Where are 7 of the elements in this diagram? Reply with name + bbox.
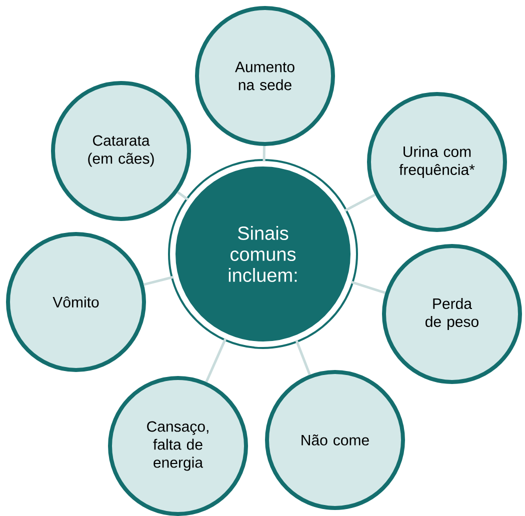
spoke-line (344, 194, 376, 212)
spoke-line (262, 146, 266, 162)
spoke-line (350, 280, 386, 294)
spoke-line (205, 338, 227, 382)
spoke-line (144, 276, 174, 286)
spoke-line (176, 191, 189, 201)
spoke-line (295, 340, 311, 376)
